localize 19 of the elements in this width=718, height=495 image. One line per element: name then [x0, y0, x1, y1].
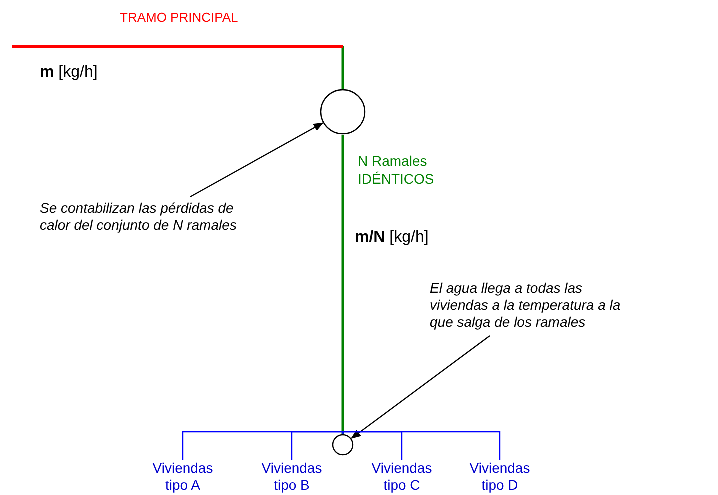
flow-rate-label: m [kg/h]: [40, 64, 99, 82]
dwelling-label: Viviendas tipo B: [255, 460, 329, 494]
junction-circle: [332, 434, 354, 456]
pipe-line: [291, 431, 344, 460]
dwelling-label: Viviendas tipo D: [463, 460, 537, 494]
annotation-text: Se contabilizan las pérdidas de calor del conjunto de N ramales: [40, 200, 255, 234]
pipe-line: [342, 46, 344, 89]
annotation-text: El agua llega a todas las viviendas a la temperatura a la que salga de los ramales: [430, 280, 630, 331]
main-pipe: [12, 10, 343, 48]
pipe-line: [342, 135, 344, 434]
dwelling-label: Viviendas tipo C: [365, 460, 439, 494]
junction-circle: [320, 89, 366, 135]
pipe-label: TRAMO PRINCIPAL: [120, 10, 238, 25]
arrow: [190, 122, 324, 198]
dwelling-label: Viviendas tipo A: [146, 460, 220, 494]
branch-count-label: N Ramales IDÉNTICOS: [358, 152, 436, 188]
arrow: [351, 336, 490, 440]
pipe-line: [342, 431, 501, 460]
flow-rate-label: m/N [kg/h]: [355, 229, 430, 247]
